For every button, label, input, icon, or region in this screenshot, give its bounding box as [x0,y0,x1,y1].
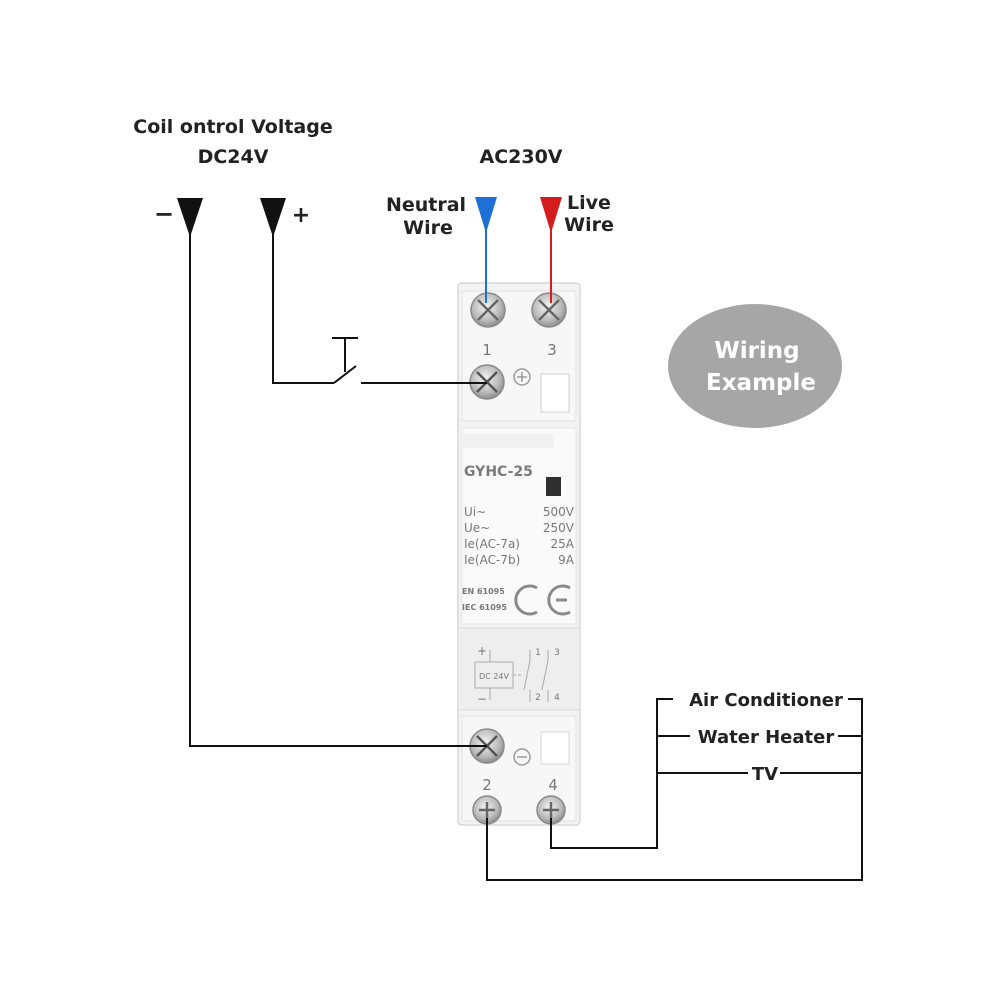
status-indicator [546,477,561,496]
badge-line-2: Example [706,370,816,396]
load-water-heater: Water Heater [698,727,835,748]
schematic-minus: − [477,692,487,706]
coil-voltage-value: DC24V [198,146,269,168]
spec-label: Ie(AC-7b) [464,553,520,567]
dc-minus-wire [189,230,487,747]
spec-value: 500V [543,505,575,519]
model-label: GYHC-25 [464,464,533,480]
dc-minus-arrow [177,198,203,237]
spec-label: Ie(AC-7a) [464,537,520,551]
minus-polarity-icon [513,748,531,766]
live-wire-label-1: Live [567,192,611,214]
ce-mark-icon [514,584,571,616]
terminal-3-window [540,373,570,413]
spec-table: Ui~ 500V Ue~ 250V Ie(AC-7a) 25A Ie(AC-7b… [464,505,575,567]
spec-value: 250V [543,521,575,535]
supply-voltage-value: AC230V [479,146,562,168]
push-button-switch-icon [332,337,358,384]
terminal-1-label: 1 [482,341,492,359]
dc-plus-arrow [260,198,286,237]
schematic-coil-label: DC 24V [479,672,509,681]
standard-en: EN 61095 [462,587,505,596]
device-schematic-window [457,627,581,711]
spec-value: 25A [551,537,575,551]
live-arrow [540,197,562,233]
terminal-3-label: 3 [547,341,557,359]
terminal-2-label: 2 [482,776,492,794]
load-air-conditioner: Air Conditioner [689,690,843,711]
schematic-n4: 4 [554,693,560,703]
device-schematic: + − DC 24V 1 3 2 4 [474,644,560,706]
schematic-n3: 3 [554,648,560,658]
dc-plus-sign: + [292,203,310,228]
neutral-arrow [475,197,497,233]
spec-label: Ue~ [464,521,490,535]
standard-iec: IEC 61095 [462,603,507,612]
terminal-4-window [540,731,570,765]
load-feed-wire [550,698,673,849]
brand-area [462,434,554,448]
schematic-n1: 1 [535,648,541,658]
plus-polarity-icon [513,368,531,386]
dc-minus-sign: − [154,200,174,228]
terminal-4-label: 4 [548,776,558,794]
neutral-wire-label-1: Neutral [386,194,466,216]
schematic-n2: 2 [535,693,541,703]
neutral-wire-label-2: Wire [403,217,453,239]
live-wire-label-2: Wire [564,214,614,236]
load-return-wire [486,698,863,881]
wiring-example-badge [668,304,842,428]
load-tv: TV [752,764,778,785]
schematic-plus: + [477,644,487,658]
coil-voltage-title: Coil ontrol Voltage [133,116,332,138]
spec-value: 9A [558,553,575,567]
dc-plus-wire [272,230,334,384]
spec-label: Ui~ [464,505,486,519]
badge-line-1: Wiring [714,338,799,364]
